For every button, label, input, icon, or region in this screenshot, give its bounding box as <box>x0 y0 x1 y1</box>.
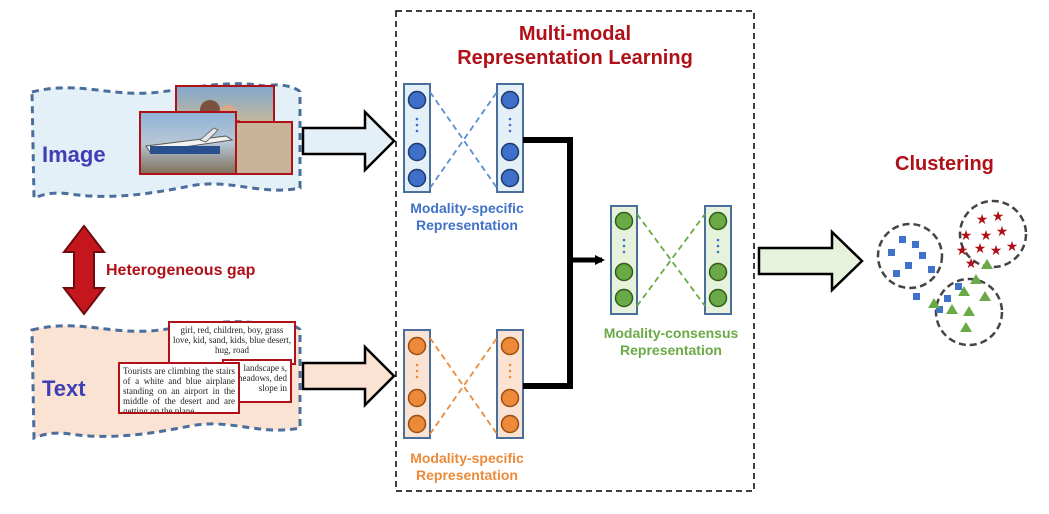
cluster-stars: ★ ★ ★ ★ ★ ★ ★ ★ ★ ★ <box>956 209 1019 272</box>
svg-text:★: ★ <box>996 224 1009 240</box>
image-specific-representation-label: Modality-specific Representation <box>392 200 542 234</box>
text-input-arrow <box>301 343 396 409</box>
cluster-circle-stars <box>958 199 1028 269</box>
text-modality-label: Text <box>42 376 86 401</box>
image-photo-stack <box>139 85 293 175</box>
svg-text:★: ★ <box>960 228 973 244</box>
consensus-input-layer <box>610 205 638 315</box>
text-specific-line2: Representation <box>416 467 518 483</box>
svg-text:★: ★ <box>965 256 978 272</box>
diagram-title: Multi-modal Representation Learning <box>420 22 730 70</box>
text-specific-autoencoder <box>403 329 524 439</box>
consensus-line1: Modality-consensus <box>603 325 739 341</box>
diagram-title-line2: Representation Learning <box>457 47 693 69</box>
consensus-representation-label: Modality-consensus Representation <box>586 325 756 359</box>
fusion-connector <box>523 137 605 389</box>
svg-text:★: ★ <box>992 209 1005 225</box>
svg-text:★: ★ <box>976 212 989 228</box>
text-output-layer <box>496 329 524 439</box>
svg-text:★: ★ <box>974 241 987 257</box>
diagram-title-line1: Multi-modal <box>518 23 632 45</box>
consensus-line2: Representation <box>620 342 722 358</box>
text-specific-representation-label: Modality-specific Representation <box>392 450 542 484</box>
svg-text:★: ★ <box>980 228 993 244</box>
image-input-layer <box>403 83 431 193</box>
cluster-circle-squares <box>876 222 944 290</box>
image-specific-line1: Modality-specific <box>410 200 524 216</box>
clustering-plot: ★ ★ ★ ★ ★ ★ ★ ★ ★ ★ <box>876 199 1028 347</box>
image-specific-line2: Representation <box>416 217 518 233</box>
text-input-layer <box>403 329 431 439</box>
consensus-autoencoder <box>610 205 732 315</box>
image-specific-autoencoder <box>403 83 524 193</box>
text-sample-back: girl, red, children, boy, grass love, ki… <box>168 321 296 365</box>
text-sample-front: Tourists are climbing the stairs of a wh… <box>118 362 240 414</box>
text-specific-line1: Modality-specific <box>410 450 524 466</box>
image-output-layer <box>496 83 524 193</box>
clustering-label: Clustering <box>895 153 994 175</box>
image-input-arrow <box>301 108 396 174</box>
representation-learning-frame <box>395 10 755 492</box>
svg-text:★: ★ <box>990 243 1003 259</box>
cluster-triangles <box>928 259 993 332</box>
svg-text:★: ★ <box>1006 239 1019 255</box>
image-modality-label: Image <box>42 142 106 167</box>
svg-text:★: ★ <box>956 243 969 259</box>
heterogeneous-gap-arrow <box>61 224 107 316</box>
consensus-output-layer <box>704 205 732 315</box>
heterogeneous-gap-label: Heterogeneous gap <box>106 262 256 279</box>
cluster-squares <box>888 236 962 313</box>
clustering-arrow <box>757 229 864 293</box>
